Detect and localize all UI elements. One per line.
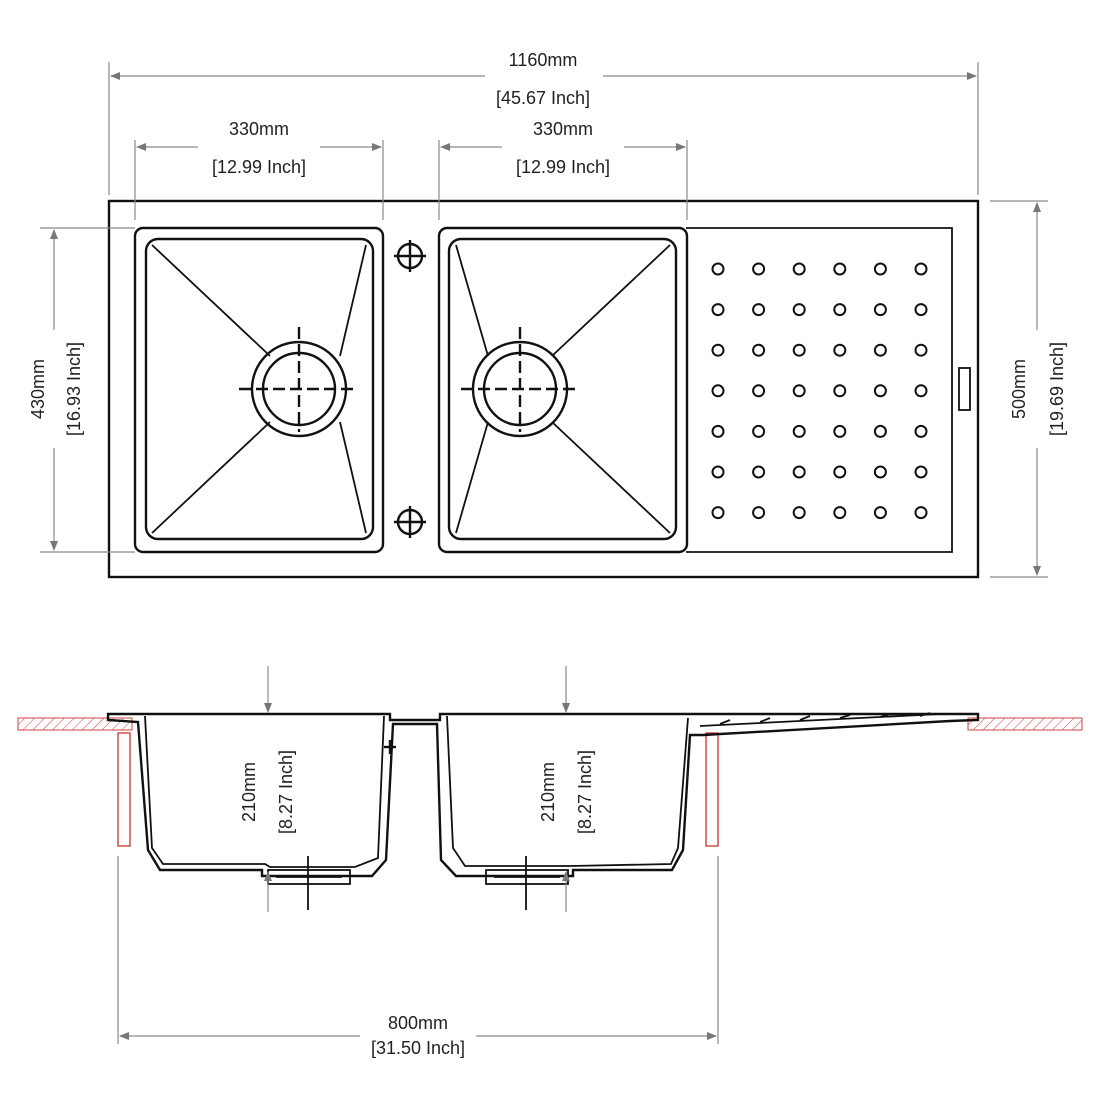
drainer-hole: [833, 384, 847, 398]
drainer-hole: [873, 343, 887, 357]
drainer-hole: [914, 424, 928, 438]
drainer-hole: [792, 506, 806, 520]
drainer-hole: [833, 506, 847, 520]
worktop-left: [17, 717, 133, 731]
drainer-hole: [752, 343, 766, 357]
drainer-hole: [833, 303, 847, 317]
bowl-left-height-mm: 210mm: [239, 762, 259, 822]
bowl-right-width-inch: [12.99 Inch]: [516, 157, 610, 177]
drainer-hole: [914, 384, 928, 398]
drainer-hole: [792, 465, 806, 479]
overall-width-inch: [45.67 Inch]: [496, 88, 590, 108]
sink-outline: [107, 199, 980, 579]
worktop-right: [967, 717, 1083, 731]
drainer-hole: [873, 384, 887, 398]
drainer-hole: [914, 262, 928, 276]
drainer-hole: [711, 262, 725, 276]
drainer-hole: [873, 262, 887, 276]
drainer-hole: [873, 424, 887, 438]
drainer-hole: [792, 343, 806, 357]
bowl-depth-mm: 430mm: [28, 359, 48, 419]
drainer-hole: [711, 424, 725, 438]
drainer-hole: [792, 384, 806, 398]
sink-profile-inner: [144, 715, 689, 868]
drainer-hole: [711, 303, 725, 317]
drainer-hole: [873, 303, 887, 317]
cabinet-panel-left: [117, 732, 131, 847]
drainer-board: [686, 227, 953, 553]
drainer-hole: [792, 303, 806, 317]
drainer-hole: [711, 343, 725, 357]
drainer-hole: [711, 465, 725, 479]
overall-depth-inch: [19.69 Inch]: [1047, 342, 1067, 436]
overall-depth-mm: 500mm: [1009, 359, 1029, 419]
drainer-hole: [833, 424, 847, 438]
tap-hole-top: [394, 240, 426, 272]
drainer-hole: [792, 424, 806, 438]
drainer-hole: [873, 506, 887, 520]
drainer-hole: [752, 465, 766, 479]
drainer-hole: [833, 343, 847, 357]
drainer-hole: [752, 424, 766, 438]
drainer-hole: [914, 506, 928, 520]
bowl-left: [133, 226, 385, 554]
bowl-depth-inch: [16.93 Inch]: [64, 342, 84, 436]
drainer-holes: [711, 262, 928, 520]
cabinet-width-mm: 800mm: [388, 1013, 448, 1033]
drainer-hole: [752, 506, 766, 520]
overall-width-mm: 1160mm: [509, 50, 578, 70]
drainer-hole: [914, 303, 928, 317]
bowl-right-width-mm: 330mm: [533, 119, 593, 139]
bowl-right-height-mm: 210mm: [538, 762, 558, 822]
overflow-slot: [958, 367, 971, 411]
cabinet-width-inch: [31.50 Inch]: [371, 1038, 465, 1058]
tap-hole-bottom: [394, 506, 426, 538]
drainer-hole: [914, 465, 928, 479]
drainer-hole: [752, 262, 766, 276]
top-view: 1160mm [45.67 Inch] 330mm [12.99 Inch] 3…: [28, 50, 1067, 579]
drainer-hole: [752, 384, 766, 398]
drainer-hole: [833, 262, 847, 276]
drainer-hole: [833, 465, 847, 479]
bowl-left-width-inch: [12.99 Inch]: [212, 157, 306, 177]
bowl-left-width-mm: 330mm: [229, 119, 289, 139]
drainer-hole: [914, 343, 928, 357]
bowl-right: [437, 226, 689, 554]
bowl-right-height-inch: [8.27 Inch]: [575, 750, 595, 834]
sink-profile-outer: [106, 712, 980, 878]
drainer-hole: [792, 262, 806, 276]
drainer-hole: [752, 303, 766, 317]
bowl-left-height-inch: [8.27 Inch]: [276, 750, 296, 834]
drainer-hole: [711, 506, 725, 520]
side-view: 210mm [8.27 Inch] 210mm [8.27 Inch] 800m…: [17, 666, 1083, 1058]
drainer-hole: [873, 465, 887, 479]
drainer-hole: [711, 384, 725, 398]
cabinet-panel-right: [705, 732, 719, 847]
drainer-profile: [699, 712, 941, 727]
